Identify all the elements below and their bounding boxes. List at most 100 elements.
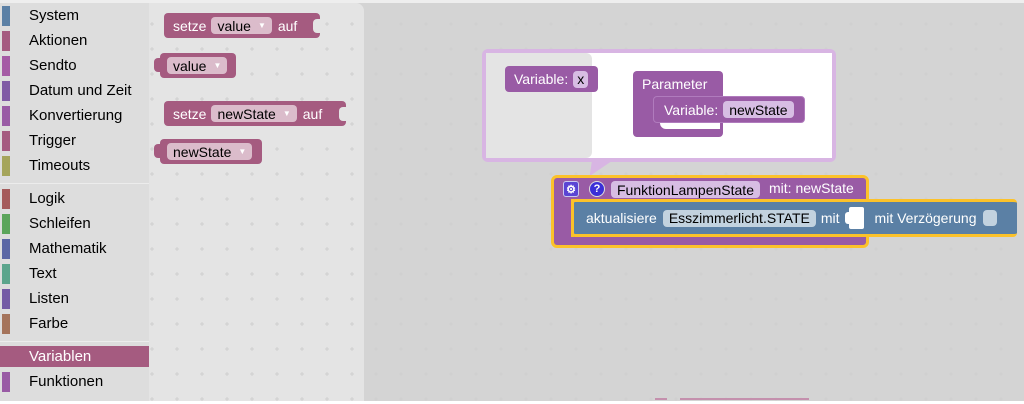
delay-label: mit Verzögerung bbox=[874, 210, 977, 226]
toolbox-category-logik[interactable]: Logik bbox=[0, 188, 149, 209]
offscreen-block-edge bbox=[680, 398, 809, 400]
top-border bbox=[0, 0, 1024, 3]
toolbox-category-sendto[interactable]: Sendto bbox=[0, 55, 149, 76]
variable-dropdown[interactable]: newState ▼ bbox=[167, 143, 253, 160]
variable-label: Variable: bbox=[664, 101, 719, 118]
category-color-swatch bbox=[2, 131, 10, 151]
dropdown-arrow-icon: ▼ bbox=[282, 109, 291, 118]
toolbox-category-schleifen[interactable]: Schleifen bbox=[0, 213, 149, 234]
function-name: FunktionLampenState bbox=[617, 181, 754, 198]
toolbox-category-farbe[interactable]: Farbe bbox=[0, 313, 149, 334]
category-label: Logik bbox=[29, 190, 65, 207]
statement-gap bbox=[660, 123, 720, 129]
toolbox-flyout: setze value ▼ auf value ▼ setze newState… bbox=[149, 3, 364, 401]
category-label: Schleifen bbox=[29, 215, 91, 232]
get-variable-block-newstate[interactable]: newState ▼ bbox=[154, 139, 262, 164]
category-color-swatch bbox=[2, 31, 10, 51]
function-params: mit: newState bbox=[769, 180, 854, 196]
toolbox-category-text[interactable]: Text bbox=[0, 263, 149, 284]
variable-name: newState bbox=[217, 105, 276, 122]
selection-highlight bbox=[571, 199, 574, 237]
category-color-swatch bbox=[2, 156, 10, 176]
category-color-swatch bbox=[2, 239, 10, 259]
variable-name-field[interactable]: newState bbox=[723, 101, 794, 118]
category-label: Trigger bbox=[29, 132, 76, 149]
category-label: Listen bbox=[29, 290, 70, 307]
output-plug bbox=[154, 144, 162, 158]
category-label: Konvertierung bbox=[29, 107, 123, 124]
toolbox-category-aktionen[interactable]: Aktionen bbox=[0, 30, 149, 51]
dropdown-arrow-icon: ▼ bbox=[257, 21, 266, 30]
set-suffix: auf bbox=[277, 17, 298, 34]
variable-dropdown[interactable]: newState ▼ bbox=[211, 105, 297, 122]
category-label: Mathematik bbox=[29, 240, 107, 257]
toolbox-category-konvertierung[interactable]: Konvertierung bbox=[0, 105, 149, 126]
category-color-swatch bbox=[2, 264, 10, 284]
delay-checkbox[interactable] bbox=[982, 210, 997, 226]
category-color-swatch bbox=[2, 106, 10, 126]
variable-name: x bbox=[577, 71, 585, 87]
variable-label: Variable: bbox=[514, 71, 569, 87]
set-prefix: setze bbox=[173, 17, 207, 34]
variable-name-field[interactable]: x bbox=[573, 70, 589, 88]
set-variable-block-newstate[interactable]: setze newState ▼ auf bbox=[164, 101, 347, 126]
toolbox-category-datum-und-zeit[interactable]: Datum und Zeit bbox=[0, 80, 149, 101]
category-color-swatch bbox=[2, 6, 10, 26]
category-label: Text bbox=[29, 265, 57, 282]
variable-name: newState bbox=[729, 101, 788, 118]
toolbox-category-listen[interactable]: Listen bbox=[0, 288, 149, 309]
set-prefix: setze bbox=[173, 105, 207, 122]
category-label: System bbox=[29, 7, 80, 24]
dropdown-arrow-icon: ▼ bbox=[238, 147, 247, 156]
toolbox-category-trigger[interactable]: Trigger bbox=[0, 130, 149, 151]
variable-dropdown[interactable]: value ▼ bbox=[211, 17, 272, 34]
category-label: Farbe bbox=[29, 315, 69, 332]
help-icon[interactable]: ? bbox=[589, 181, 605, 197]
category-color-swatch bbox=[2, 81, 10, 101]
offscreen-block-edge bbox=[655, 398, 667, 400]
output-plug bbox=[154, 58, 162, 72]
mutator-variable-block[interactable]: Variable: x bbox=[505, 66, 598, 92]
gear-icon[interactable]: ⚙ bbox=[563, 181, 579, 197]
toolbox-category-variablen[interactable]: Variablen bbox=[0, 346, 149, 367]
category-label: Variablen bbox=[29, 348, 92, 365]
category-color-swatch bbox=[2, 189, 10, 209]
toolbox-category-timeouts[interactable]: Timeouts bbox=[0, 155, 149, 176]
category-label: Sendto bbox=[29, 57, 77, 74]
category-color-swatch bbox=[2, 372, 10, 392]
set-variable-block-value[interactable]: setze value ▼ auf bbox=[164, 13, 321, 38]
category-color-swatch bbox=[2, 314, 10, 334]
toolbox-separator bbox=[0, 183, 149, 184]
value-input-socket[interactable] bbox=[844, 207, 864, 229]
input-socket bbox=[313, 19, 321, 33]
object-id: Esszimmerlicht.STATE bbox=[668, 210, 810, 226]
category-color-swatch bbox=[2, 214, 10, 234]
toolbox-separator bbox=[0, 341, 149, 342]
category-label: Aktionen bbox=[29, 32, 88, 49]
category-label: Funktionen bbox=[29, 373, 104, 390]
parameter-label: Parameter bbox=[642, 76, 708, 92]
variable-name: value bbox=[173, 57, 207, 74]
parameter-variable-block[interactable]: Variable: newState bbox=[653, 96, 805, 123]
toolbox-category-mathematik[interactable]: Mathematik bbox=[0, 238, 149, 259]
toolbox-category-system[interactable]: System bbox=[0, 5, 149, 26]
object-id-field[interactable]: Esszimmerlicht.STATE bbox=[662, 209, 816, 227]
function-name-field[interactable]: FunktionLampenState bbox=[611, 181, 760, 198]
category-color-swatch bbox=[2, 56, 10, 76]
update-state-block[interactable]: aktualisiere Esszimmerlicht.STATE mit mi… bbox=[571, 199, 1017, 237]
category-color-swatch bbox=[2, 289, 10, 309]
category-label: Timeouts bbox=[29, 157, 91, 174]
variable-dropdown[interactable]: value ▼ bbox=[167, 57, 228, 74]
set-suffix: auf bbox=[302, 105, 323, 122]
variable-name: value bbox=[217, 17, 251, 34]
with-label: mit bbox=[820, 210, 840, 226]
dropdown-arrow-icon: ▼ bbox=[213, 61, 222, 70]
toolbox-category-funktionen[interactable]: Funktionen bbox=[0, 371, 149, 392]
category-color-swatch bbox=[2, 347, 10, 367]
variable-name: newState bbox=[173, 143, 232, 160]
update-label: aktualisiere bbox=[586, 210, 657, 226]
input-socket bbox=[339, 107, 347, 121]
get-variable-block-value[interactable]: value ▼ bbox=[154, 53, 236, 78]
category-label: Datum und Zeit bbox=[29, 82, 132, 99]
